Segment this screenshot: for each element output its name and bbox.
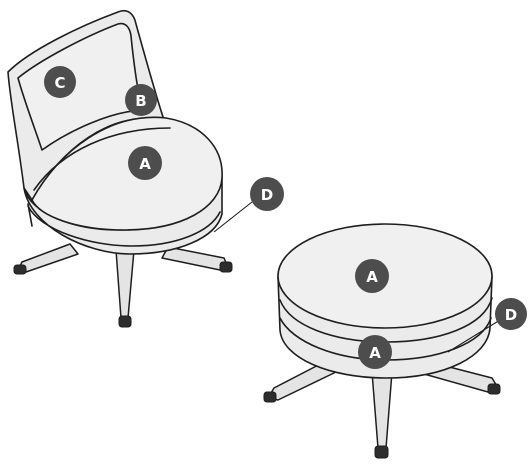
chair-foot-front <box>119 316 131 327</box>
callout-d-chair: D <box>250 177 284 211</box>
chair-base <box>14 244 232 327</box>
ottoman-foot-right <box>488 384 500 394</box>
callout-a-chair: A <box>128 146 162 180</box>
ottoman-foot-front <box>375 446 388 458</box>
callout-d-chair-label: D <box>261 186 273 204</box>
chair-leg-left <box>18 244 78 272</box>
callout-a-ottoman-top: A <box>355 259 389 293</box>
callout-a-ottoman-band-label: A <box>369 344 381 362</box>
chair-foot-left <box>14 265 26 274</box>
callout-a-chair-label: A <box>139 155 151 173</box>
ottoman-leg-front <box>372 372 392 448</box>
callout-a-ottoman-band: A <box>358 335 392 369</box>
callout-c: C <box>44 66 76 98</box>
callout-b: B <box>125 84 157 116</box>
callout-d-ottoman-label: D <box>505 306 517 324</box>
callout-d-ottoman: D <box>495 298 527 330</box>
chair-foot-right <box>220 262 232 272</box>
ottoman-foot-left <box>264 392 276 402</box>
chair-leg-front <box>116 250 134 318</box>
callout-c-label: C <box>54 74 65 92</box>
callout-a-ottoman-top-label: A <box>366 268 378 286</box>
chair-leg-right <box>162 247 228 270</box>
callout-b-label: B <box>135 92 146 110</box>
chair <box>8 11 232 327</box>
